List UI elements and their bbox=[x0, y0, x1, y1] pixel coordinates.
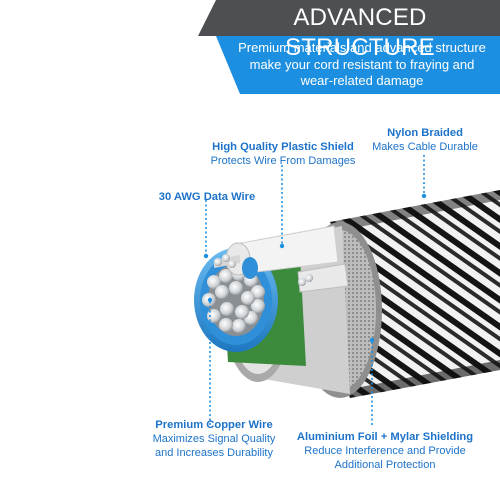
callout-data-wire: 30 AWG Data Wire bbox=[155, 190, 259, 204]
callout-description: Maximizes Signal Quality bbox=[152, 433, 276, 445]
callout-description: Additional Protection bbox=[334, 459, 436, 471]
copper-wire-bundle bbox=[202, 264, 265, 336]
banner-subtitle-line: Premium materials and advanced structure bbox=[238, 40, 486, 55]
callout-title: Aluminium Foil + Mylar Shielding bbox=[296, 431, 474, 443]
banner-subtitle-bar bbox=[216, 36, 500, 94]
callout-nylon: Nylon Braided Makes Cable Durable bbox=[366, 126, 484, 154]
callout-title: Nylon Braided bbox=[387, 127, 463, 139]
data-wire-pair bbox=[214, 225, 349, 293]
banner-subtitle: Premium materials and advanced structure… bbox=[228, 40, 496, 90]
callout-guide-lines bbox=[205, 155, 425, 425]
banner-title: ADVANCED STRUCTURE bbox=[285, 4, 435, 61]
banner-subtitle-line: make your cord resistant to fraying and bbox=[249, 56, 475, 72]
callout-plastic-shield: High Quality Plastic Shield Protects Wir… bbox=[198, 140, 368, 168]
callout-description: and Increases Durability bbox=[154, 447, 273, 459]
banner-subtitle-line: wear-related damage bbox=[300, 73, 424, 88]
callout-title: Premium Copper Wire bbox=[155, 419, 273, 431]
guide-endpoints bbox=[203, 193, 427, 343]
callout-description: Makes Cable Durable bbox=[372, 141, 478, 153]
callout-foil: Aluminium Foil + Mylar Shielding Reduce … bbox=[292, 430, 478, 472]
callout-title: 30 AWG Data Wire bbox=[158, 191, 256, 203]
callout-description: Protects Wire From Damages bbox=[210, 155, 356, 167]
callout-title: High Quality Plastic Shield bbox=[212, 141, 354, 153]
callout-description: Reduce Interference and Provide bbox=[304, 445, 466, 457]
callout-copper: Premium Copper Wire Maximizes Signal Qua… bbox=[150, 418, 278, 460]
banner-title-bar bbox=[198, 0, 500, 36]
